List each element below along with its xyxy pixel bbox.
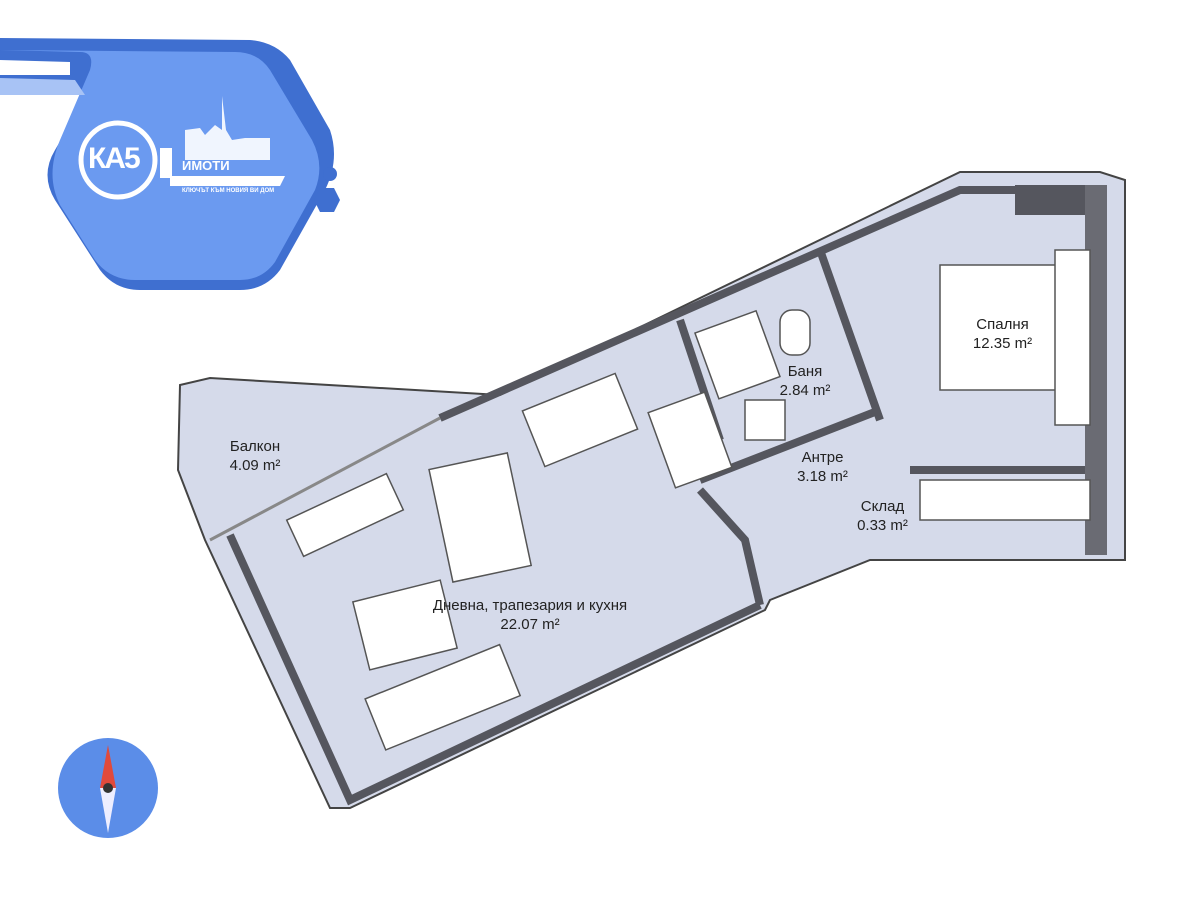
room-storage: Склад 0.33 m²	[850, 497, 915, 535]
room-balcony: Балкон 4.09 m²	[215, 437, 295, 475]
room-name: Дневна, трапезария и кухня	[432, 597, 628, 614]
room-area: 2.84 m²	[779, 382, 831, 399]
room-name: Антре	[801, 449, 844, 466]
furniture	[285, 249, 1091, 751]
logo-mark: КА5	[88, 142, 141, 175]
compass-icon	[58, 738, 158, 838]
room-area: 22.07 m²	[500, 616, 560, 633]
room-bedroom: Спалня 12.35 m²	[960, 315, 1045, 353]
room-name: Баня	[787, 363, 823, 380]
room-living: Дневна, трапезария и кухня 22.07 m²	[420, 596, 640, 634]
logo-name: ИМОТИ	[182, 158, 230, 173]
logo-tagline: КЛЮЧЪТ КЪМ НОВИЯ ВИ ДОМ	[182, 188, 275, 194]
room-area: 4.09 m²	[229, 457, 281, 474]
logo-background	[0, 38, 340, 290]
room-area: 3.18 m²	[797, 468, 848, 485]
room-area: 0.33 m²	[857, 517, 908, 534]
room-name: Склад	[860, 498, 905, 515]
room-bathroom: Баня 2.84 m²	[770, 362, 840, 400]
room-name: Балкон	[229, 438, 281, 455]
room-name: Спалня	[976, 316, 1029, 333]
room-hall: Антре 3.18 m²	[785, 448, 860, 486]
room-area: 12.35 m²	[972, 335, 1033, 352]
